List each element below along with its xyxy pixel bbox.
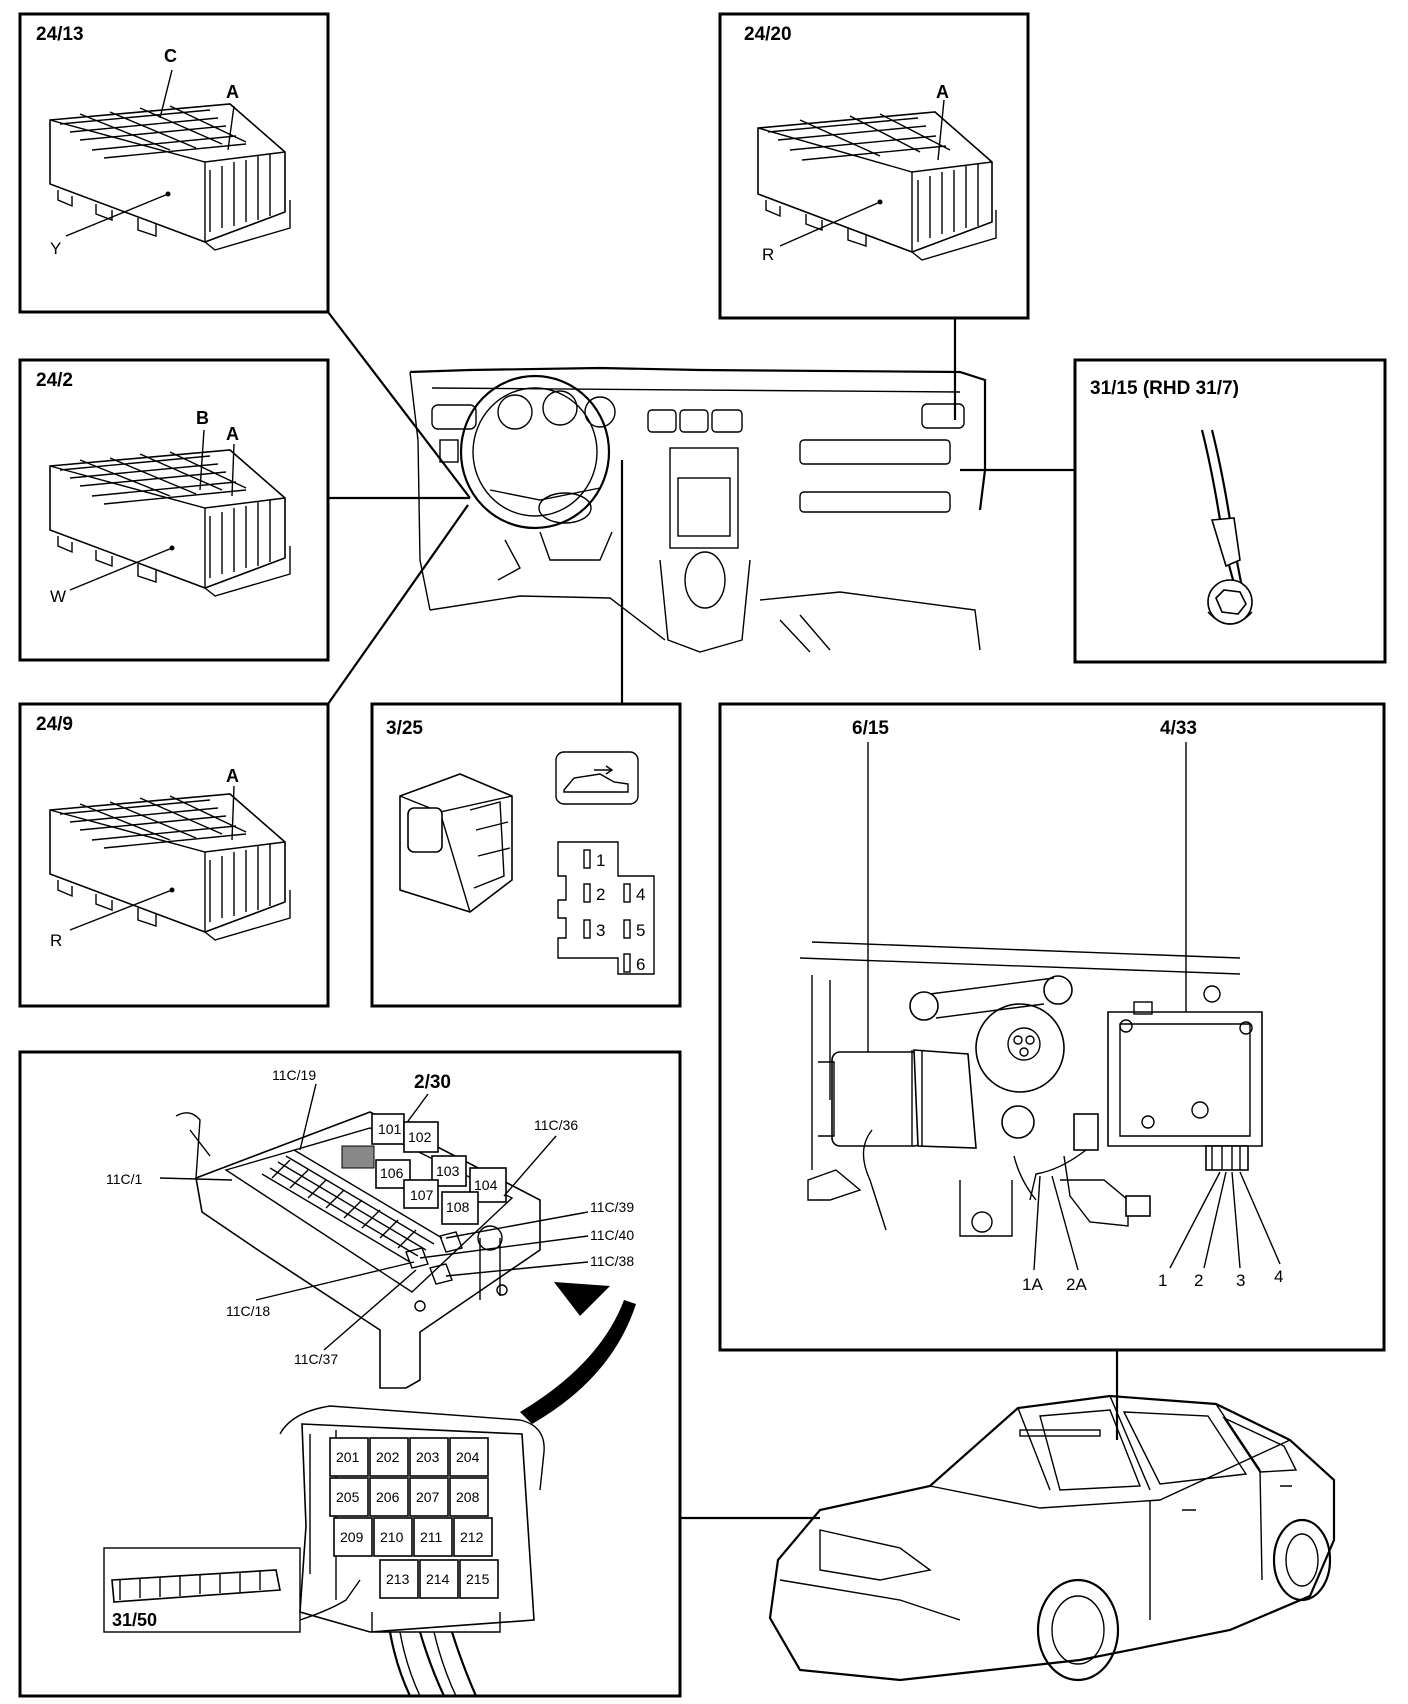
callout-11c-37: 11C/37 — [294, 1351, 338, 1367]
relay-205: 205 — [336, 1489, 360, 1505]
pin-diagram: 1 2 3 4 5 6 — [557, 841, 655, 975]
panel-title: 3/25 — [386, 718, 423, 739]
callout-11c-39: 11C/39 — [590, 1199, 634, 1215]
label-a: A — [936, 82, 949, 102]
relay-201: 201 — [336, 1449, 360, 1465]
panel-3-25: 3/25 1 2 3 4 5 6 — [370, 702, 682, 1008]
fuse-relay-box-icon — [49, 793, 291, 941]
fuse-relay-box-icon — [49, 449, 291, 597]
panel-wiper: 6/15 4/33 — [718, 702, 1386, 1352]
relay-213: 213 — [386, 1571, 410, 1587]
pin-2: 2 — [596, 885, 605, 904]
panel-title: 31/15 (RHD 31/7) — [1090, 378, 1239, 399]
fuse-relay-box-icon — [757, 111, 997, 261]
panel-24-2: 24/2 B A W — [18, 358, 330, 662]
panel-24-20: 24/20 A R — [718, 12, 1030, 320]
panel-fuse-box: 2/30 101 102 106 106 103 104 10 — [18, 1050, 682, 1698]
callout-11c-1: 11C/1 — [106, 1171, 143, 1187]
panel-24-9: 24/9 A R — [18, 702, 330, 1008]
pin-3: 3 — [596, 921, 605, 940]
relay-105: 107 — [410, 1187, 434, 1203]
relay-215: 215 — [466, 1571, 490, 1587]
car-trunk-icon — [555, 751, 639, 805]
leader-lines — [327, 311, 1119, 1520]
pin-3: 3 — [1236, 1271, 1245, 1290]
relay-211: 211 — [420, 1529, 443, 1545]
pin-4: 4 — [1274, 1267, 1283, 1286]
fuse-relay-box-icon — [49, 103, 291, 251]
panel-title: 24/20 — [744, 24, 792, 45]
panel-title: 24/9 — [36, 714, 73, 735]
pin-2: 2 — [1194, 1271, 1203, 1290]
car-icon — [768, 1394, 1336, 1682]
relay-214: 214 — [426, 1571, 450, 1587]
relay-209: 209 — [340, 1529, 364, 1545]
callout-11c-40: 11C/40 — [590, 1227, 634, 1243]
label-y: Y — [50, 239, 61, 258]
callout-11c-38: 11C/38 — [590, 1253, 634, 1269]
callout-11c-36: 11C/36 — [534, 1117, 578, 1133]
panel-title-2-30: 2/30 — [414, 1072, 451, 1093]
pin-1: 1 — [1158, 1271, 1167, 1290]
relay-212: 212 — [460, 1529, 484, 1545]
relay-107: 104 — [474, 1177, 498, 1193]
label-r: R — [50, 931, 62, 950]
lower-relay-box: 201 202 203 204 205 206 207 208 209 210 … — [279, 1405, 545, 1697]
panel-31-15: 31/15 (RHD 31/7) — [1073, 358, 1387, 664]
relay-103: 106 — [380, 1165, 404, 1181]
rotate-arrow-icon — [520, 1282, 636, 1424]
relay-210: 210 — [380, 1529, 404, 1545]
panel-title: 24/2 — [36, 370, 73, 391]
relay-204: 204 — [456, 1449, 480, 1465]
relay-206: 206 — [376, 1489, 400, 1505]
relay-207: 207 — [416, 1489, 440, 1505]
panel-24-13: 24/13 C A Y — [18, 12, 330, 314]
label-a: A — [226, 82, 239, 102]
wiper-motor-icon — [799, 941, 1263, 1237]
panel-title: 24/13 — [36, 24, 84, 45]
relay-102: 102 — [408, 1129, 432, 1145]
callout-11c-18: 11C/18 — [226, 1303, 270, 1319]
pin-4: 4 — [636, 885, 645, 904]
relay-108: 108 — [446, 1199, 470, 1215]
relay-208: 208 — [456, 1489, 480, 1505]
panel-title-4-33: 4/33 — [1160, 718, 1197, 739]
pin-5: 5 — [636, 921, 645, 940]
pin-2a: 2A — [1066, 1275, 1087, 1294]
relay-104: 103 — [436, 1163, 460, 1179]
connector-label: 31/50 — [112, 1610, 157, 1630]
label-r: R — [762, 245, 774, 264]
relay-202: 202 — [376, 1449, 400, 1465]
pin-6: 6 — [636, 955, 645, 974]
label-b: B — [196, 408, 209, 428]
ground-terminal-icon — [1200, 429, 1253, 625]
dashboard-icon — [409, 366, 987, 653]
relay-grid: 201 202 203 204 205 206 207 208 209 210 … — [329, 1437, 499, 1599]
callout-11c-19: 11C/19 — [272, 1067, 316, 1083]
switch-icon — [399, 773, 513, 913]
panel-title-6-15: 6/15 — [852, 718, 889, 739]
label-w: W — [50, 587, 66, 606]
label-a: A — [226, 424, 239, 444]
pin-1a: 1A — [1022, 1275, 1043, 1294]
pin-1: 1 — [596, 851, 605, 870]
fuse-relay-box-icon: 101 102 106 106 103 104 107 108 — [175, 1111, 541, 1389]
relay-203: 203 — [416, 1449, 440, 1465]
label-c: C — [164, 46, 177, 66]
connector-31-50: 31/50 — [103, 1547, 361, 1633]
relay-101: 101 — [378, 1121, 402, 1137]
label-a: A — [226, 766, 239, 786]
